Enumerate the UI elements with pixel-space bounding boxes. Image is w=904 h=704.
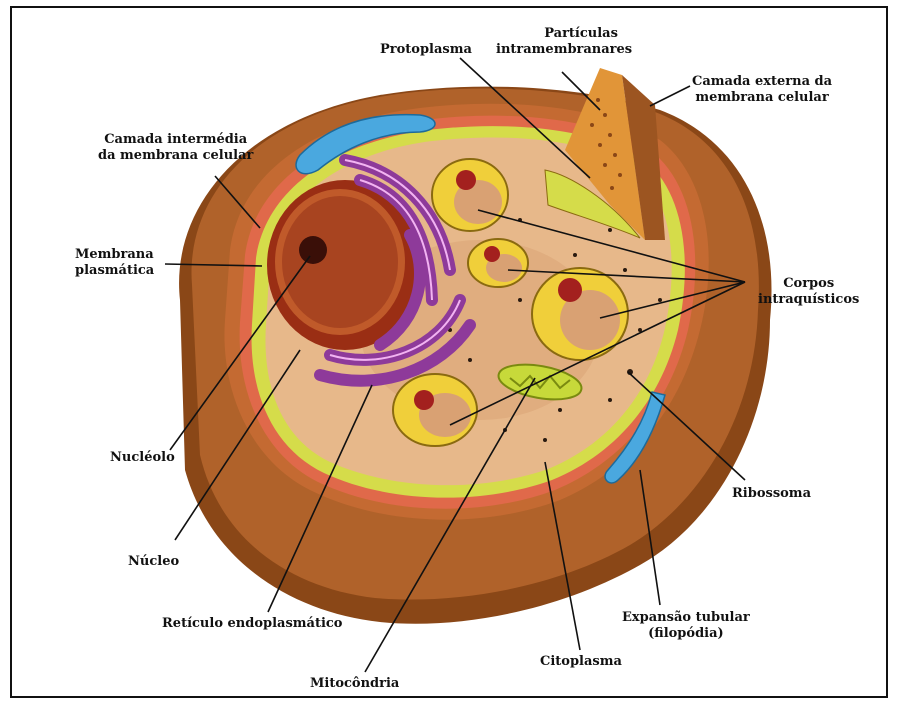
label-camada-externa-line1: Camada externa da	[692, 74, 832, 90]
label-protoplasma: Protoplasma	[380, 42, 472, 58]
label-particulas-line1: Partículas	[530, 26, 632, 42]
label-camada-intermedia: Camada intermédia da membrana celular	[98, 132, 253, 164]
label-camada-externa-line2: membrana celular	[692, 90, 832, 106]
label-membrana-plasmatica-line2: plasmática	[75, 263, 154, 279]
label-camada-intermedia-line2: da membrana celular	[98, 148, 253, 164]
label-particulas-line2: intramembranares	[496, 42, 632, 58]
label-expansao-line2: (filopódia)	[622, 626, 750, 642]
nucleolus	[299, 236, 327, 264]
label-expansao-line1: Expansão tubular	[622, 610, 750, 626]
label-corpos-line1: Corpos	[758, 276, 859, 292]
label-mitocondria: Mitocôndria	[310, 676, 399, 692]
label-membrana-plasmatica: Membrana plasmática	[75, 247, 154, 279]
label-particulas: Partículas intramembranares	[530, 26, 632, 58]
label-ribossoma: Ribossoma	[732, 486, 811, 502]
label-reticulo-endoplasmatico: Retículo endoplasmático	[162, 616, 342, 632]
label-corpos-line2: intraquísticos	[758, 292, 859, 308]
label-camada-intermedia-line1: Camada intermédia	[98, 132, 253, 148]
label-camada-externa: Camada externa da membrana celular	[692, 74, 832, 106]
label-membrana-plasmatica-line1: Membrana	[75, 247, 154, 263]
label-corpos-intraquisticos: Corpos intraquísticos	[758, 276, 859, 308]
label-nucleolo: Nucléolo	[110, 450, 175, 466]
label-expansao-tubular: Expansão tubular (filopódia)	[622, 610, 750, 642]
label-nucleo: Núcleo	[128, 554, 179, 570]
label-citoplasma: Citoplasma	[540, 654, 622, 670]
